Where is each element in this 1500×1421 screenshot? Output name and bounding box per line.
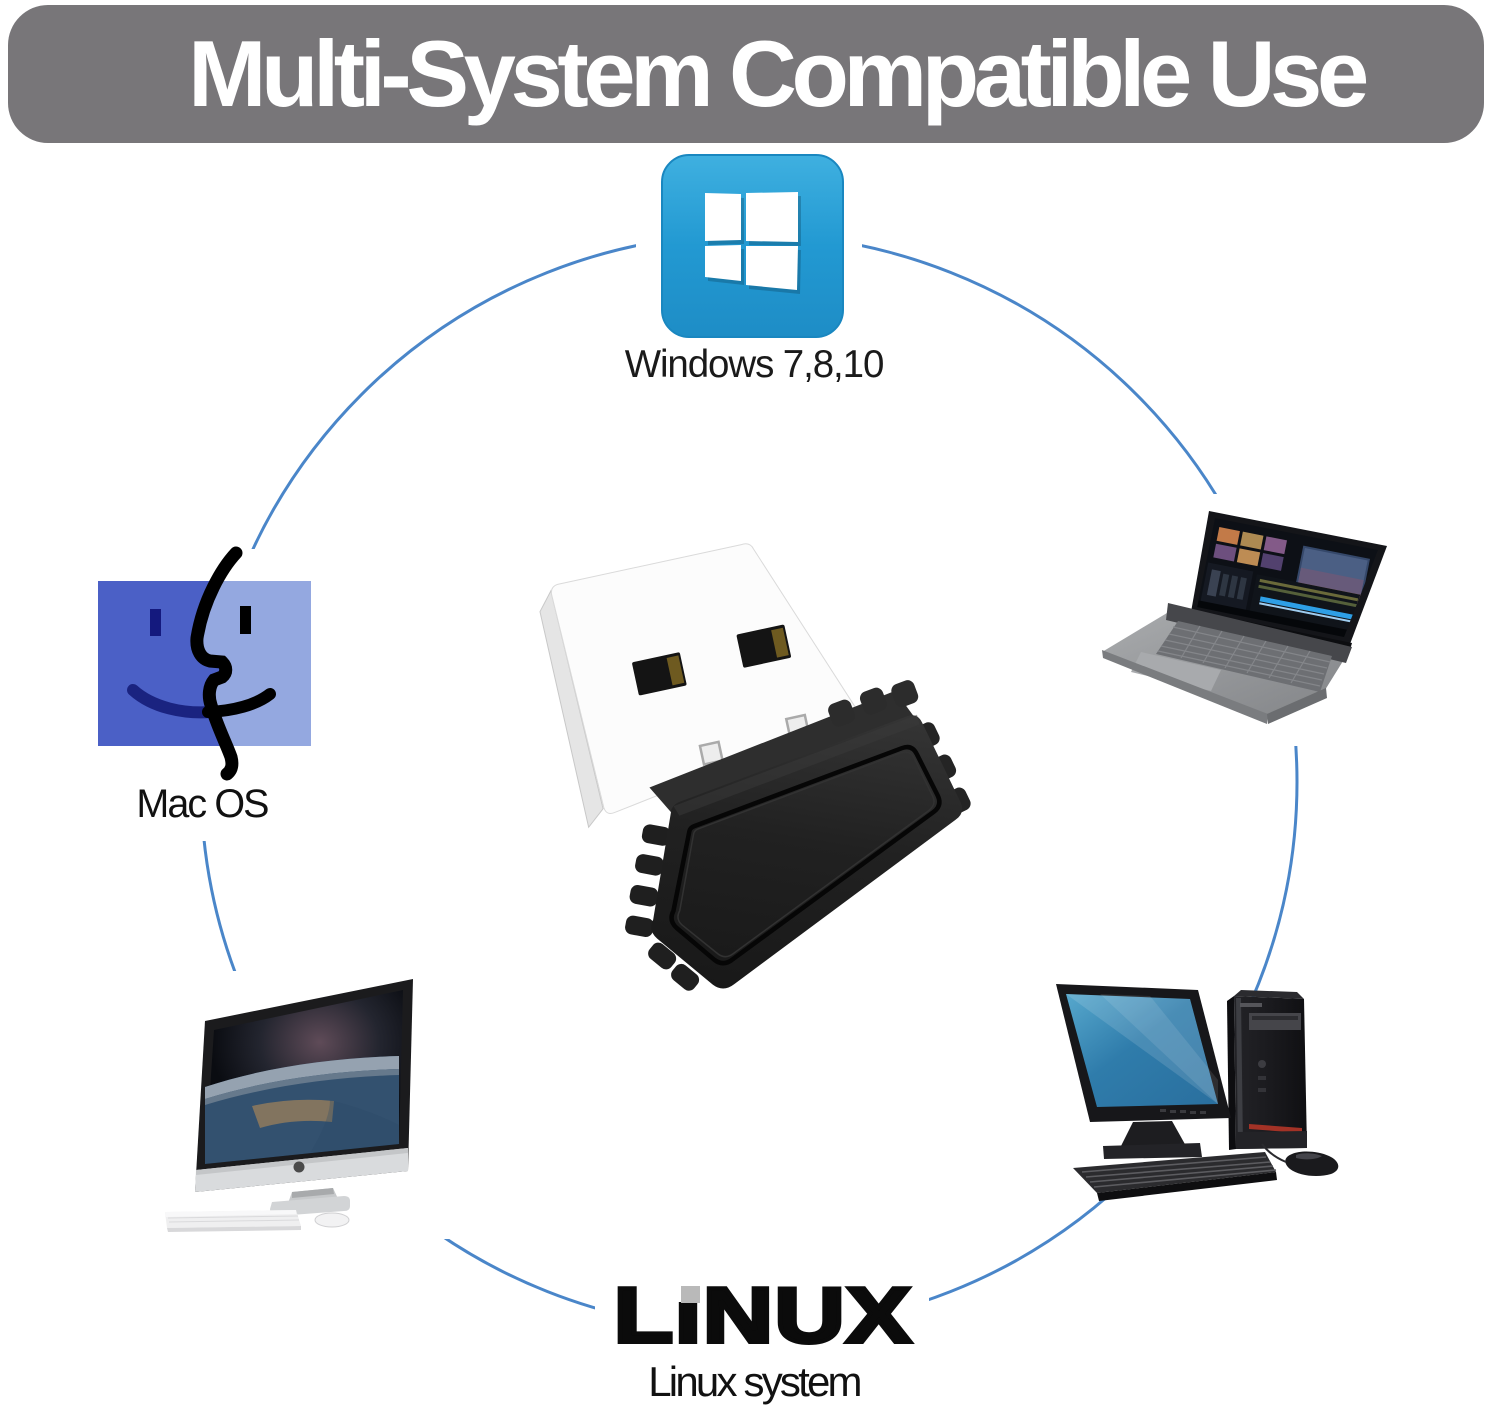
svg-text:LiNUX: LiNUX bbox=[614, 1271, 913, 1358]
svg-text:Windows 7,8,10: Windows 7,8,10 bbox=[625, 343, 884, 386]
svg-text:Multi-System Compatible Use: Multi-System Compatible Use bbox=[188, 21, 1367, 126]
svg-text:Mac OS: Mac OS bbox=[136, 782, 268, 826]
svg-text:Linux system: Linux system bbox=[648, 1358, 860, 1405]
